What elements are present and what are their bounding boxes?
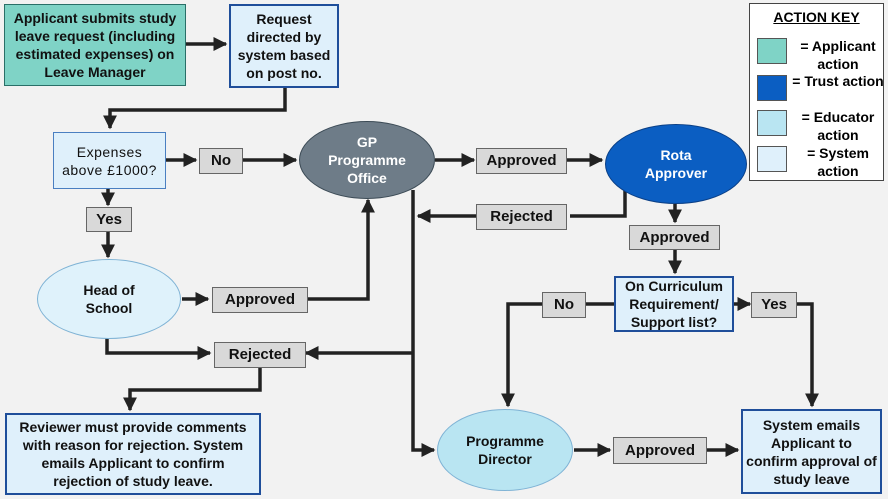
reviewer-comments-text: Reviewer must provide comments with reas… (19, 419, 247, 489)
yes-label-curriculum: Yes (751, 292, 797, 318)
rota-approver-node: Rota Approver (605, 124, 747, 204)
key-swatch-educator (757, 110, 787, 136)
key-label-applicant: = Applicant action (800, 38, 876, 72)
applicant-submits-text: Applicant submits study leave request (i… (13, 10, 177, 80)
programme-director-text: Programme Director (466, 433, 544, 467)
curriculum-decision-text: On Curriculum Requirement/ Support list? (624, 278, 723, 330)
approved-label-rota-text: Approved (639, 228, 710, 246)
arrow-gp-down-line (411, 190, 436, 457)
yes-label-expenses: Yes (86, 207, 132, 232)
approved-label-pd-text: Approved (624, 441, 695, 459)
no-label-expenses-text: No (211, 152, 231, 169)
gp-programme-office-node: GP Programme Office (299, 121, 435, 199)
rota-approver-text: Rota Approver (644, 147, 708, 181)
approved-label-hos-text: Approved (224, 291, 295, 308)
request-directed-text: Request directed by system based on post… (237, 11, 331, 81)
action-key-legend: ACTION KEY = Applicant action = Trust ac… (749, 3, 884, 181)
approved-label-gp-text: Approved (486, 152, 557, 169)
arrow-yes-to-system (797, 302, 819, 408)
rejected-label-center-text: Rejected (228, 346, 292, 363)
applicant-submits-box: Applicant submits study leave request (i… (4, 4, 186, 86)
approved-label-rota: Approved (629, 225, 720, 250)
no-label-curriculum: No (542, 292, 586, 318)
key-label-trust: = Trust action (792, 73, 884, 89)
arrow-request-to-expenses (103, 88, 287, 130)
action-key-title: ACTION KEY (773, 9, 860, 25)
expenses-decision-box: Expenses above £1000? (53, 132, 166, 189)
gp-programme-office-text: GP Programme Office (328, 134, 406, 186)
approved-label-hos: Approved (212, 287, 308, 313)
programme-director-node: Programme Director (437, 409, 573, 491)
reviewer-comments-box: Reviewer must provide comments with reas… (5, 413, 261, 495)
key-swatch-trust (757, 75, 787, 101)
key-label-educator: = Educator action (801, 109, 875, 143)
yes-label-expenses-text: Yes (96, 210, 122, 228)
rejected-label-center: Rejected (214, 342, 306, 368)
arrow-rota-to-rejected (570, 185, 627, 218)
curriculum-decision-box: On Curriculum Requirement/ Support list? (614, 276, 734, 332)
rejected-label-rota-text: Rejected (490, 208, 553, 225)
arrow-no-to-pd (501, 302, 542, 408)
key-swatch-applicant (757, 38, 787, 64)
arrow-hos-to-rejected (105, 338, 212, 360)
system-emails-approval-box: System emails Applicant to confirm appro… (741, 409, 882, 494)
no-label-expenses: No (199, 148, 243, 174)
arrow-rejected-to-reviewer (123, 368, 262, 412)
approved-label-pd: Approved (613, 437, 707, 464)
yes-label-curriculum-text: Yes (761, 296, 787, 313)
key-label-system: = System action (807, 145, 869, 179)
system-emails-approval-text: System emails Applicant to confirm appro… (746, 416, 877, 487)
key-swatch-system (757, 146, 787, 172)
head-of-school-node: Head of School (37, 259, 181, 339)
arrow-approved-to-gp (308, 198, 375, 301)
rejected-label-rota: Rejected (476, 204, 567, 230)
no-label-curriculum-text: No (554, 296, 574, 313)
approved-label-gp: Approved (476, 148, 567, 174)
head-of-school-text: Head of School (83, 282, 135, 316)
expenses-decision-text: Expenses above £1000? (62, 143, 157, 178)
request-directed-box: Request directed by system based on post… (229, 4, 339, 88)
